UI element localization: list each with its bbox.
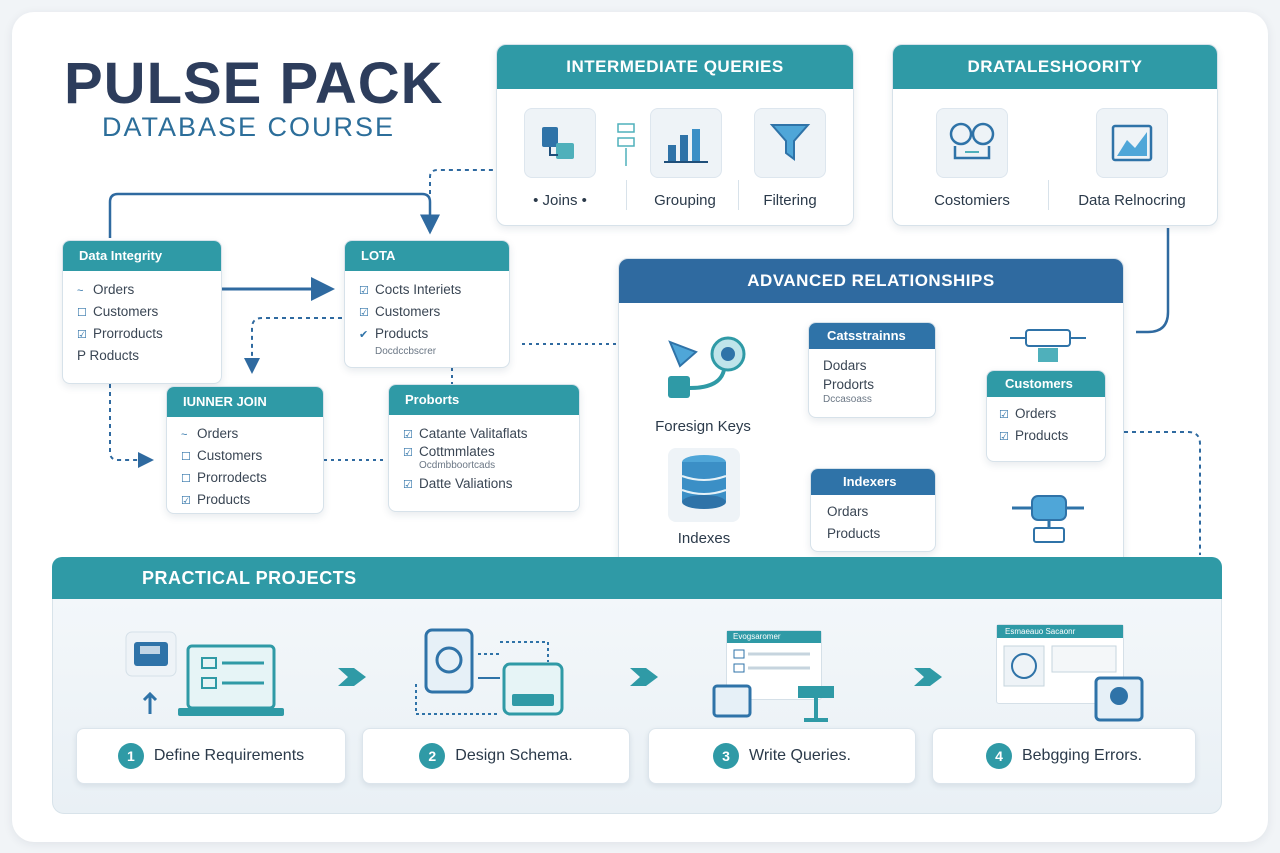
practical-projects-title: PRACTICAL PROJECTS — [52, 557, 1222, 599]
step-write-queries: 3 Write Queries. — [648, 728, 916, 784]
step-debugging-errors: 4 Bebgging Errors. — [932, 728, 1196, 784]
indexes-icon — [668, 448, 740, 522]
divider — [1048, 180, 1049, 210]
grouping-icon — [650, 108, 722, 178]
robot-arm-icon — [1008, 486, 1088, 548]
connector-dr-advanced — [1136, 228, 1170, 334]
list-item: Ordars — [827, 504, 869, 519]
indexes-label: Indexes — [677, 530, 731, 547]
schema-illustration — [408, 624, 578, 724]
foreign-keys-icon — [660, 322, 750, 406]
list-item: ☑Products — [999, 428, 1069, 443]
list-item: ☑Orders — [999, 406, 1057, 421]
foreign-keys-label: Foresign Keys — [655, 418, 751, 435]
customers-icon — [936, 108, 1008, 178]
list-item: ☑Catante Valitaflats — [403, 426, 528, 441]
proborts-title: Proborts — [389, 385, 579, 415]
step-number: 2 — [419, 743, 446, 769]
indexers-card: Indexers Ordars Products — [810, 468, 936, 552]
overlap-text: Ocdmbboortcads — [419, 460, 496, 471]
list-item: Prodorts — [823, 377, 875, 392]
proborts-card: Proborts ☑Catante Valitaflats ☑Cottmmlat… — [388, 384, 580, 512]
data-integrity-title: Data Integrity — [63, 241, 221, 271]
filtering-icon — [754, 108, 826, 178]
joins-label: • Joins • — [533, 192, 587, 209]
constraints-card: Catsstrainns Dodars Prodorts Dccasoass — [808, 322, 936, 418]
connector-lota-innerjoin — [244, 317, 342, 374]
step-arrow-icon — [626, 662, 662, 692]
list-item: ☑Cottmmlates — [403, 444, 495, 460]
step-number: 3 — [713, 743, 740, 769]
step-number: 4 — [985, 743, 1012, 769]
list-item: Products — [827, 526, 881, 541]
brand-subtitle: DATABASE COURSE — [102, 112, 396, 142]
list-item: ✔Products — [359, 326, 429, 341]
intermediate-queries-title: INTERMEDIATE QUERIES — [497, 45, 853, 89]
pipeline-icon — [1006, 324, 1090, 368]
step-define-requirements: 1 Define Requirements — [76, 728, 346, 784]
list-item: ~Orders — [181, 426, 239, 441]
step-label: Define Requirements — [153, 747, 305, 764]
lota-card: LOTA ☑Cocts Interiets ☑Customers ✔Produc… — [344, 240, 510, 368]
connector-to-intermediate — [429, 169, 496, 194]
list-item: Dodars — [823, 358, 867, 373]
step-arrow-icon — [334, 662, 370, 692]
dr-panel-title: DRATALESHOORITY — [893, 45, 1217, 89]
step-number: 1 — [117, 743, 144, 769]
requirements-illustration — [118, 628, 288, 724]
list-item: ☑Cocts Interiets — [359, 282, 462, 297]
lota-title: LOTA — [345, 241, 509, 271]
customers-card: Customers ☑Orders ☑Products — [986, 370, 1106, 462]
step-label: Design Schema. — [455, 747, 573, 764]
inner-join-card: IUNNER JOIN ~Orders ☐Customers ☐Prorrode… — [166, 386, 324, 514]
step-label: Write Queries. — [749, 747, 851, 764]
customers-title: Customers — [987, 371, 1105, 397]
list-item: P Roducts — [77, 348, 140, 363]
indexers-title: Indexers — [811, 469, 935, 495]
list-item: ☑Customers — [359, 304, 441, 319]
inner-join-title: IUNNER JOIN — [167, 387, 323, 417]
queries-panel-title: Evogsaromer — [727, 631, 821, 643]
connector-integrity-innerjoin — [109, 384, 154, 468]
filtering-label: Filtering — [763, 192, 817, 209]
diagram-canvas: PULSE PACK DATABASE COURSE INTERMEDIATE … — [12, 12, 1268, 842]
list-item: ☐Customers — [181, 448, 263, 463]
divider — [738, 180, 739, 210]
grouping-label: Grouping — [654, 192, 716, 209]
advanced-relationships-title: ADVANCED RELATIONSHIPS — [619, 259, 1123, 303]
connector-top-loop — [108, 192, 440, 238]
step-label: Bebgging Errors. — [1021, 747, 1143, 764]
data-integrity-card: Data Integrity ~Orders ☐Customers ☑Prorr… — [62, 240, 222, 384]
debugging-panel-title: Esmaeauo Sacaonr — [997, 625, 1123, 638]
joins-icon — [524, 108, 596, 178]
constraints-footnote: Dccasoass — [823, 394, 872, 405]
constraints-title: Catsstrainns — [809, 323, 935, 349]
list-item: ~Orders — [77, 282, 135, 297]
step-arrow-icon — [910, 662, 946, 692]
divider — [626, 180, 627, 210]
list-item: ☐Customers — [77, 304, 159, 319]
step-design-schema: 2 Design Schema. — [362, 728, 630, 784]
list-item: ☑Prorroducts — [77, 326, 163, 341]
list-item: ☑Products — [181, 492, 251, 507]
data-relnocring-label: Data Relnocring — [1078, 192, 1186, 209]
connector-advanced-projects — [1124, 431, 1201, 555]
data-reporting-icon — [1096, 108, 1168, 178]
list-item: ☑Datte Valiations — [403, 476, 513, 491]
lota-footnote: Docdccbscrer — [375, 346, 437, 357]
join-connector-icon — [616, 118, 636, 172]
brand-title: PULSE PACK — [64, 51, 444, 116]
list-item: ☐Prorrodects — [181, 470, 267, 485]
costomiers-label: Costomiers — [934, 192, 1010, 209]
